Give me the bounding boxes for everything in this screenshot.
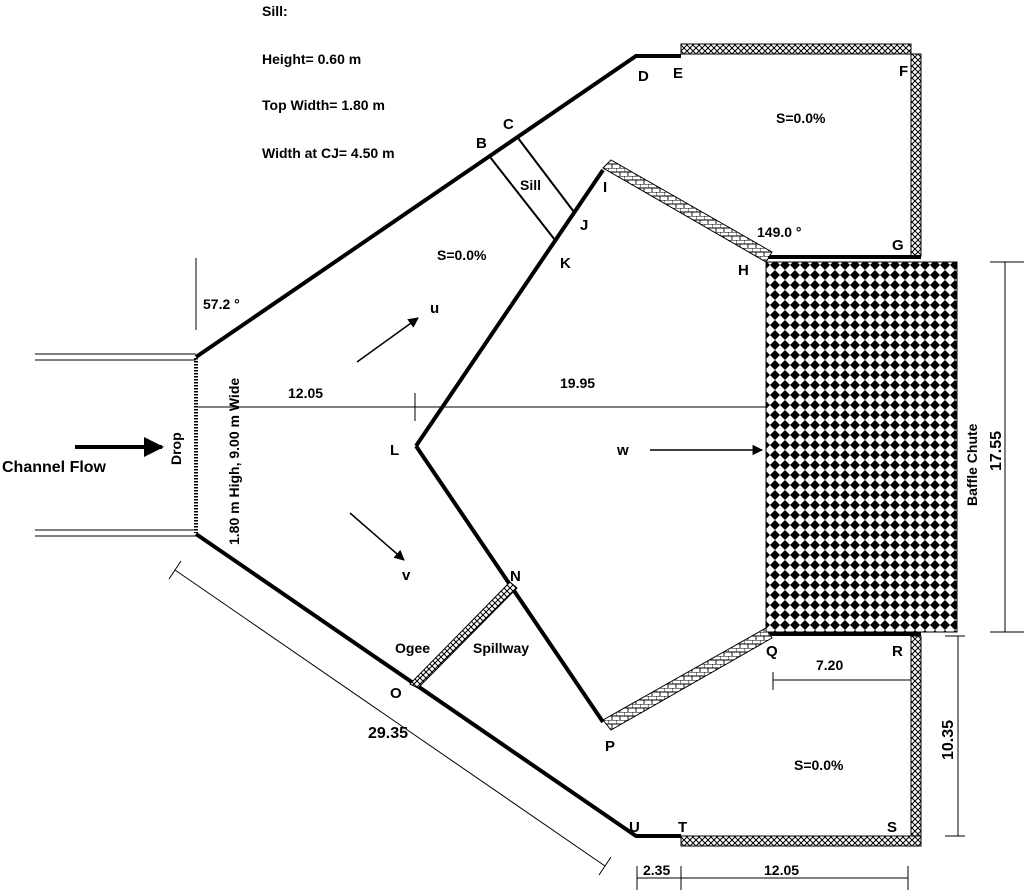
flow-w: w xyxy=(616,442,629,459)
angle-wall: 149.0 ° xyxy=(757,224,802,240)
sill-width-cj: Width at CJ= 4.50 m xyxy=(262,145,395,161)
ogee-label: Ogee xyxy=(395,640,430,656)
training-wall-p-q xyxy=(602,627,773,731)
dim-19-95: 19.95 xyxy=(560,375,595,391)
drop-label: Drop xyxy=(168,432,184,465)
point-h: H xyxy=(738,262,749,279)
spillway-label: Spillway xyxy=(473,640,529,656)
wall-f-g xyxy=(910,53,922,257)
point-l: L xyxy=(390,442,399,459)
dim-29-35: 29.35 xyxy=(368,725,408,742)
dim-2-35: 2.35 xyxy=(643,862,670,878)
point-r: R xyxy=(892,643,903,660)
crest-lines xyxy=(414,137,605,724)
dim-10-35: 10.35 xyxy=(940,720,957,760)
point-c: C xyxy=(503,116,514,133)
slope-middle: S=0.0% xyxy=(437,247,487,263)
baffle-chute-label: Baffle Chute xyxy=(964,423,980,506)
channel-flow-label: Channel Flow xyxy=(2,459,107,476)
wall-t-s xyxy=(680,835,922,847)
point-e: E xyxy=(673,65,683,82)
wall-r-s xyxy=(910,635,922,837)
sill-label: Sill xyxy=(520,177,541,193)
baffle-chute-block xyxy=(765,261,958,633)
flow-v: v xyxy=(402,567,411,584)
point-u: U xyxy=(629,819,640,836)
dimension-lines xyxy=(168,261,1024,890)
point-o: O xyxy=(390,685,402,702)
point-d: D xyxy=(638,68,649,85)
inlet-channel xyxy=(35,353,196,537)
point-q: Q xyxy=(766,643,778,660)
point-p: P xyxy=(605,738,615,755)
point-k: K xyxy=(560,255,571,272)
drop-dims-label: 1.80 m High, 9.00 m Wide xyxy=(226,378,242,545)
sill-top-width: Top Width= 1.80 m xyxy=(262,97,385,113)
point-f: F xyxy=(899,63,908,80)
angle-inlet: 57.2 ° xyxy=(203,296,240,312)
point-g: G xyxy=(892,237,904,254)
dim-17-55: 17.55 xyxy=(988,431,1005,471)
slope-lower: S=0.0% xyxy=(794,757,844,773)
wall-e-f xyxy=(680,43,912,55)
u-arrow xyxy=(356,317,419,363)
point-b: B xyxy=(476,135,487,152)
sill-heading: Sill: xyxy=(262,3,288,19)
dim-12-05-top: 12.05 xyxy=(288,385,323,401)
sill-height: Height= 0.60 m xyxy=(262,51,361,67)
training-wall-i-h xyxy=(602,159,773,263)
flow-u: u xyxy=(430,300,439,317)
slope-upper: S=0.0% xyxy=(776,110,826,126)
point-n: N xyxy=(510,568,521,585)
outer-walls xyxy=(194,54,681,838)
dim-7-20: 7.20 xyxy=(816,657,843,673)
v-arrow xyxy=(349,512,405,561)
ogee-spillway xyxy=(409,581,518,689)
point-j: J xyxy=(580,217,588,234)
point-i: I xyxy=(603,179,607,196)
dim-12-05-bottom: 12.05 xyxy=(764,862,799,878)
point-s: S xyxy=(887,819,897,836)
point-t: T xyxy=(678,819,687,836)
